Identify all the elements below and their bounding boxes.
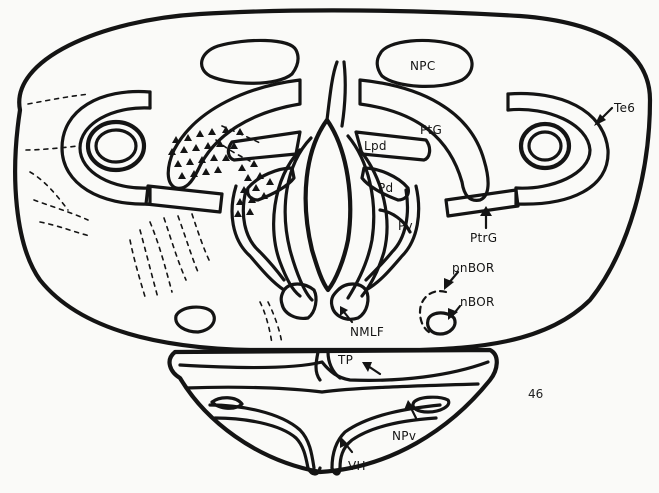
right-ring-core-inner bbox=[529, 132, 561, 160]
label-pnbor: pnBOR bbox=[452, 261, 495, 275]
ptrg-bar bbox=[446, 190, 518, 216]
tegmental-base bbox=[232, 186, 419, 290]
triangle-marker bbox=[204, 142, 212, 149]
label-nmlf: NMLF bbox=[350, 325, 384, 339]
triangle-marker bbox=[192, 144, 200, 151]
triangle-marker bbox=[252, 184, 260, 191]
label-te6: Te6 bbox=[613, 101, 635, 115]
page-number: 46 bbox=[528, 387, 543, 401]
label-npc: NPC bbox=[410, 59, 436, 73]
triangle-marker bbox=[196, 130, 204, 137]
triangle-marker bbox=[236, 128, 244, 135]
label-npv: NPv bbox=[392, 429, 416, 443]
triangle-marker bbox=[244, 174, 252, 181]
triangle-marker bbox=[210, 154, 218, 161]
label-tp: TP bbox=[337, 353, 353, 367]
triangle-marker bbox=[178, 172, 186, 179]
label-ptrg: PtrG bbox=[470, 231, 497, 245]
central-spindle bbox=[306, 120, 351, 290]
label-ptg: PtG bbox=[420, 123, 442, 137]
central-spindle-top-r bbox=[342, 62, 345, 126]
triangle-marker bbox=[246, 208, 254, 215]
triangle-marker bbox=[234, 210, 242, 217]
triangle-marker bbox=[208, 128, 216, 135]
left-pad bbox=[281, 284, 316, 318]
label-lpd: Lpd bbox=[364, 139, 387, 153]
left-bar bbox=[146, 186, 222, 212]
left-ring-inner bbox=[80, 108, 150, 188]
triangle-marker bbox=[186, 158, 194, 165]
label-nbor: nBOR bbox=[460, 295, 495, 309]
vh-left-pocket bbox=[212, 398, 242, 409]
left-ring-core-inner bbox=[96, 130, 136, 162]
triangle-marker bbox=[174, 160, 182, 167]
triangle-marker bbox=[250, 160, 258, 167]
ventral-band-lower bbox=[186, 384, 478, 392]
vh-channel-left bbox=[210, 405, 314, 468]
triangle-marker bbox=[238, 164, 246, 171]
left-npc-region bbox=[202, 40, 298, 83]
triangle-marker bbox=[180, 146, 188, 153]
triangle-marker bbox=[214, 166, 222, 173]
tp-stem bbox=[316, 352, 340, 380]
triangle-marker bbox=[266, 178, 274, 185]
triangle-marker bbox=[202, 168, 210, 175]
label-pd: Pd bbox=[378, 181, 393, 195]
central-spindle-top bbox=[327, 62, 337, 120]
tegmental-inner-l bbox=[243, 190, 284, 280]
right-pad bbox=[331, 284, 367, 319]
left-small-oval bbox=[176, 307, 215, 332]
label-vh: VH bbox=[348, 459, 366, 473]
label-pv: Pv bbox=[398, 219, 413, 233]
